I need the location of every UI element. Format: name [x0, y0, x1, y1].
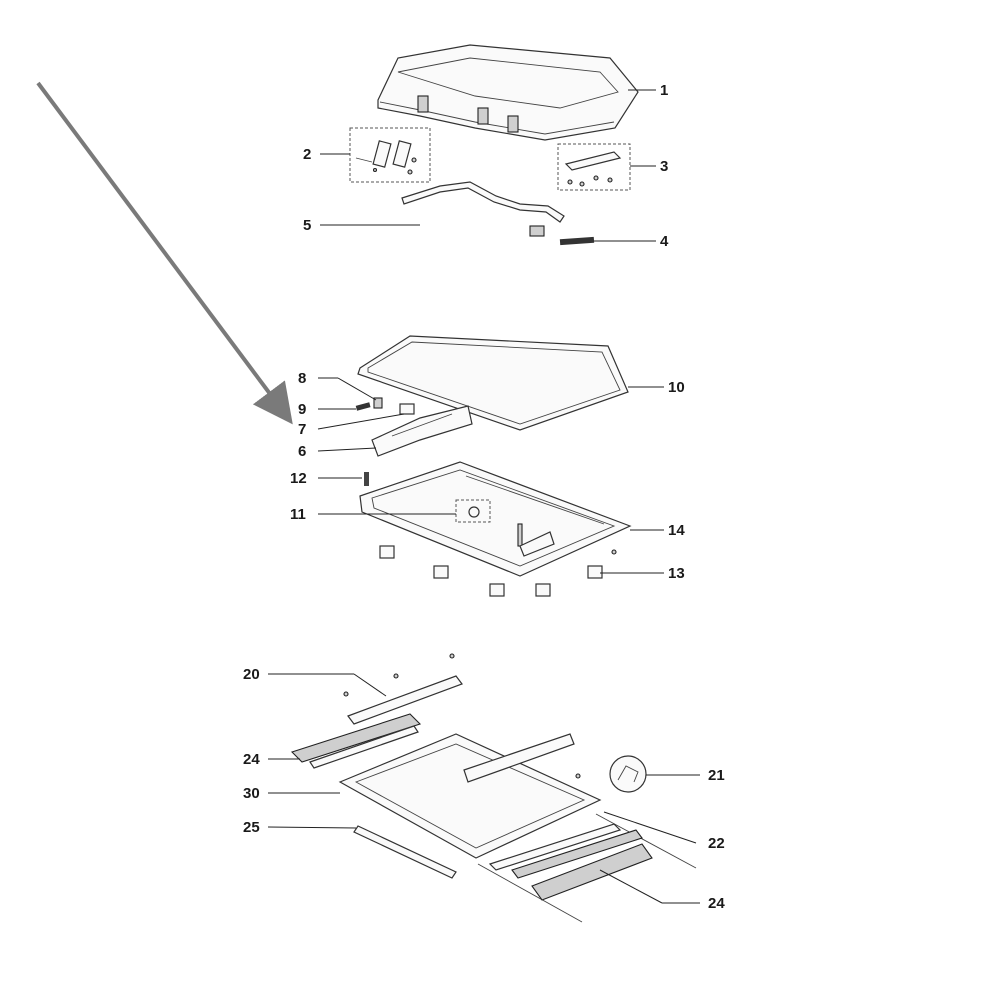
- part-30-inner-frame: [338, 733, 602, 859]
- callout-5: 5: [303, 217, 311, 234]
- pointer-arrow: [36, 81, 293, 425]
- part-12-spring: [364, 472, 369, 486]
- callout-9: 9: [298, 401, 306, 418]
- callout-2: 2: [303, 146, 311, 163]
- part-5-lifting-arm: [401, 181, 565, 237]
- part-24-lower-blind: [488, 823, 653, 901]
- callout-labels: 1 2 3 5 4 8 10 9 7 6 12 11 14 13 20 24 2…: [243, 82, 725, 912]
- part-7-latch: [399, 403, 415, 415]
- callout-24-upper: 24: [243, 751, 260, 768]
- part-6-handle-housing: [371, 405, 473, 457]
- callout-4: 4: [660, 233, 669, 250]
- callout-24-lower: 24: [708, 895, 725, 912]
- callout-30: 30: [243, 785, 260, 802]
- callout-8: 8: [298, 370, 306, 387]
- callout-6: 6: [298, 443, 306, 460]
- callout-13: 13: [668, 565, 685, 582]
- part-11-lock-part: [455, 499, 491, 523]
- part-2-hinge-set: [349, 127, 431, 183]
- callout-20: 20: [243, 666, 260, 683]
- callout-14: 14: [668, 522, 685, 539]
- callout-1: 1: [660, 82, 668, 99]
- callout-12: 12: [290, 470, 307, 487]
- part-22-cords: [477, 813, 697, 923]
- part-4-pin: [559, 236, 595, 246]
- part-10-seal: [357, 335, 629, 431]
- part-20-rail: [343, 653, 463, 725]
- part-8-clip: [373, 397, 383, 409]
- callout-7: 7: [298, 421, 306, 438]
- part-14-frame: [359, 461, 632, 577]
- leader-lines: [267, 89, 700, 904]
- part-9-spring: [355, 402, 371, 411]
- part-3-bracket-set: [557, 143, 631, 191]
- part-21-handle-detail: [575, 755, 647, 793]
- callout-11: 11: [290, 506, 306, 523]
- callout-21: 21: [708, 767, 725, 784]
- part-25-strip: [353, 825, 457, 879]
- callout-3: 3: [660, 158, 668, 175]
- callout-22: 22: [708, 835, 725, 852]
- part-13-mounting-feet: [379, 545, 617, 597]
- callout-10: 10: [668, 379, 685, 396]
- part-1-dome-cover: [377, 44, 639, 141]
- callout-25: 25: [243, 819, 260, 836]
- part-24-upper-blind: [290, 713, 422, 769]
